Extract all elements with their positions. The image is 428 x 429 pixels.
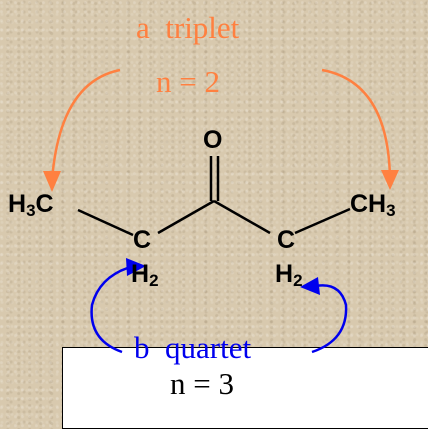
right-methylene-hydrogens: H2 — [275, 260, 303, 290]
quartet-arrow-left — [90, 264, 135, 354]
bond-methyl-right — [294, 207, 351, 235]
triplet-arrow-right — [321, 68, 392, 179]
quartet-arrow-right — [311, 284, 348, 354]
left-methylene-carbon: C — [133, 226, 152, 254]
triplet-arrowhead-right — [381, 170, 399, 190]
left-methyl-group: H3C — [8, 190, 54, 220]
quartet-label: b quartet — [134, 330, 252, 365]
quartet-n-value: n = 3 — [170, 366, 234, 401]
triplet-arrow-left — [50, 68, 121, 181]
right-methyl-group: CH3 — [350, 190, 396, 220]
triplet-arrowhead-left — [43, 171, 61, 192]
quartet-arrowhead-right — [300, 277, 320, 295]
triplet-label: a triplet — [136, 10, 240, 45]
left-methylene-hydrogens: H2 — [131, 260, 159, 290]
bond-ch2-left-to-carbonyl — [157, 199, 215, 235]
triplet-n-value: n = 2 — [156, 64, 220, 99]
right-methylene-carbon: C — [277, 226, 296, 254]
nmr-splitting-diagram: a triplet n = 2 O H3C CH3 C C H2 H2 b qu… — [8, 10, 428, 429]
bond-methyl-left — [77, 208, 134, 237]
structure-lines — [43, 68, 399, 354]
oxygen-atom: O — [203, 126, 223, 154]
bond-carbonyl-to-ch2-right — [213, 199, 271, 235]
quartet-arrowhead-left — [126, 258, 146, 276]
